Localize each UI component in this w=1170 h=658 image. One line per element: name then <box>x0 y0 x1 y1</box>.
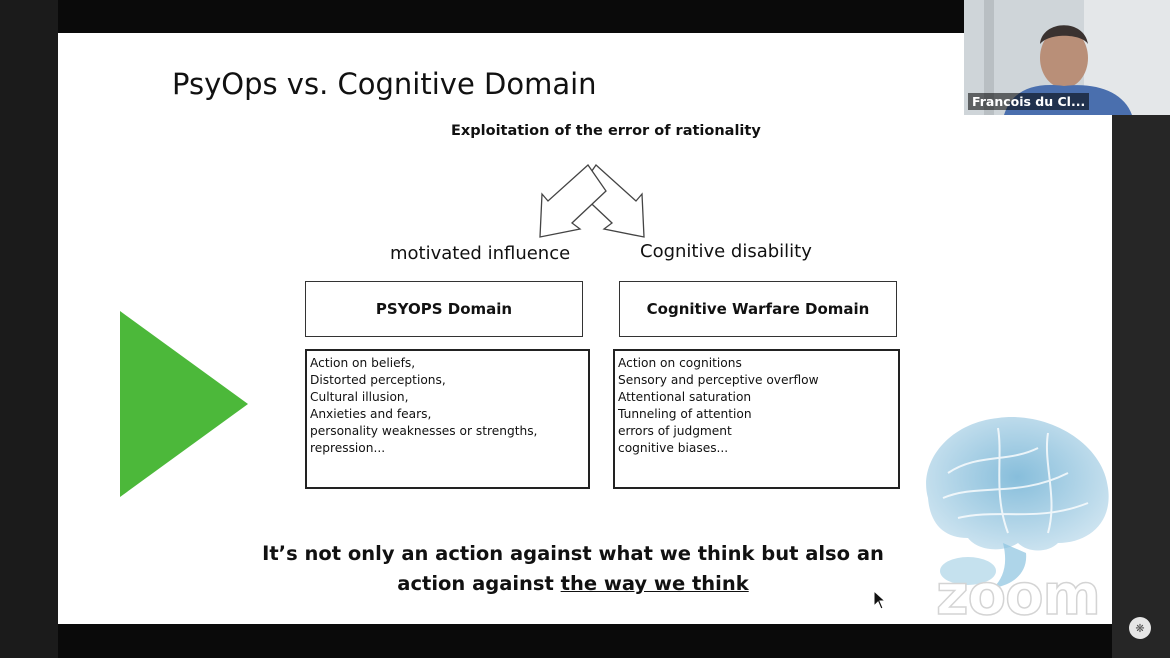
list-item: Cultural illusion, <box>310 390 409 404</box>
cognitive-list: Action on cognitions Sensory and percept… <box>613 349 900 489</box>
cognitive-domain-label: Cognitive Warfare Domain <box>646 300 870 318</box>
play-triangle-icon <box>120 311 248 497</box>
settings-icon[interactable]: ❋ <box>1129 617 1151 639</box>
list-item: Action on cognitions <box>618 356 742 370</box>
left-letterbox <box>0 0 58 658</box>
participant-name: Francois du Cl... <box>968 93 1090 110</box>
participant-video-feed <box>964 0 1170 115</box>
zoom-watermark: zoom <box>935 562 1101 624</box>
list-item: Anxieties and fears, <box>310 407 432 421</box>
list-item: errors of judgment <box>618 424 732 438</box>
list-item: Attentional saturation <box>618 390 752 404</box>
list-item: repression... <box>310 441 386 455</box>
list-item: cognitive biases... <box>618 441 729 455</box>
crossed-arrows-icon <box>539 164 645 238</box>
bottom-statement-prefix: action against <box>397 572 561 595</box>
list-item: Action on beliefs, <box>310 356 416 370</box>
slide-subtitle: Exploitation of the error of rationality <box>451 123 761 139</box>
psyops-list: Action on beliefs, Distorted perceptions… <box>305 349 590 489</box>
slide-title: PsyOps vs. Cognitive Domain <box>172 67 597 101</box>
shared-slide: PsyOps vs. Cognitive Domain Exploitation… <box>58 33 1112 624</box>
list-item: Tunneling of attention <box>618 407 752 421</box>
list-item: Sensory and perceptive overflow <box>618 373 819 387</box>
participant-video-tile[interactable]: Francois du Cl... <box>964 0 1170 115</box>
bottom-statement-line2: action against the way we think <box>58 569 1100 599</box>
brain-wordcloud-icon <box>926 417 1109 588</box>
mouse-pointer-icon <box>873 590 887 610</box>
bottom-statement-line1: It’s not only an action against what we … <box>262 542 884 565</box>
psyops-domain-box: PSYOPS Domain <box>305 281 583 337</box>
bottom-statement-emphasis: the way we think <box>560 572 749 595</box>
list-item: personality weaknesses or strengths, <box>310 424 538 438</box>
cognitive-disability-label: Cognitive disability <box>640 241 812 262</box>
cognitive-domain-box: Cognitive Warfare Domain <box>619 281 897 337</box>
motivated-influence-label: motivated influence <box>390 243 571 264</box>
list-item: Distorted perceptions, <box>310 373 446 387</box>
psyops-domain-label: PSYOPS Domain <box>375 300 513 318</box>
